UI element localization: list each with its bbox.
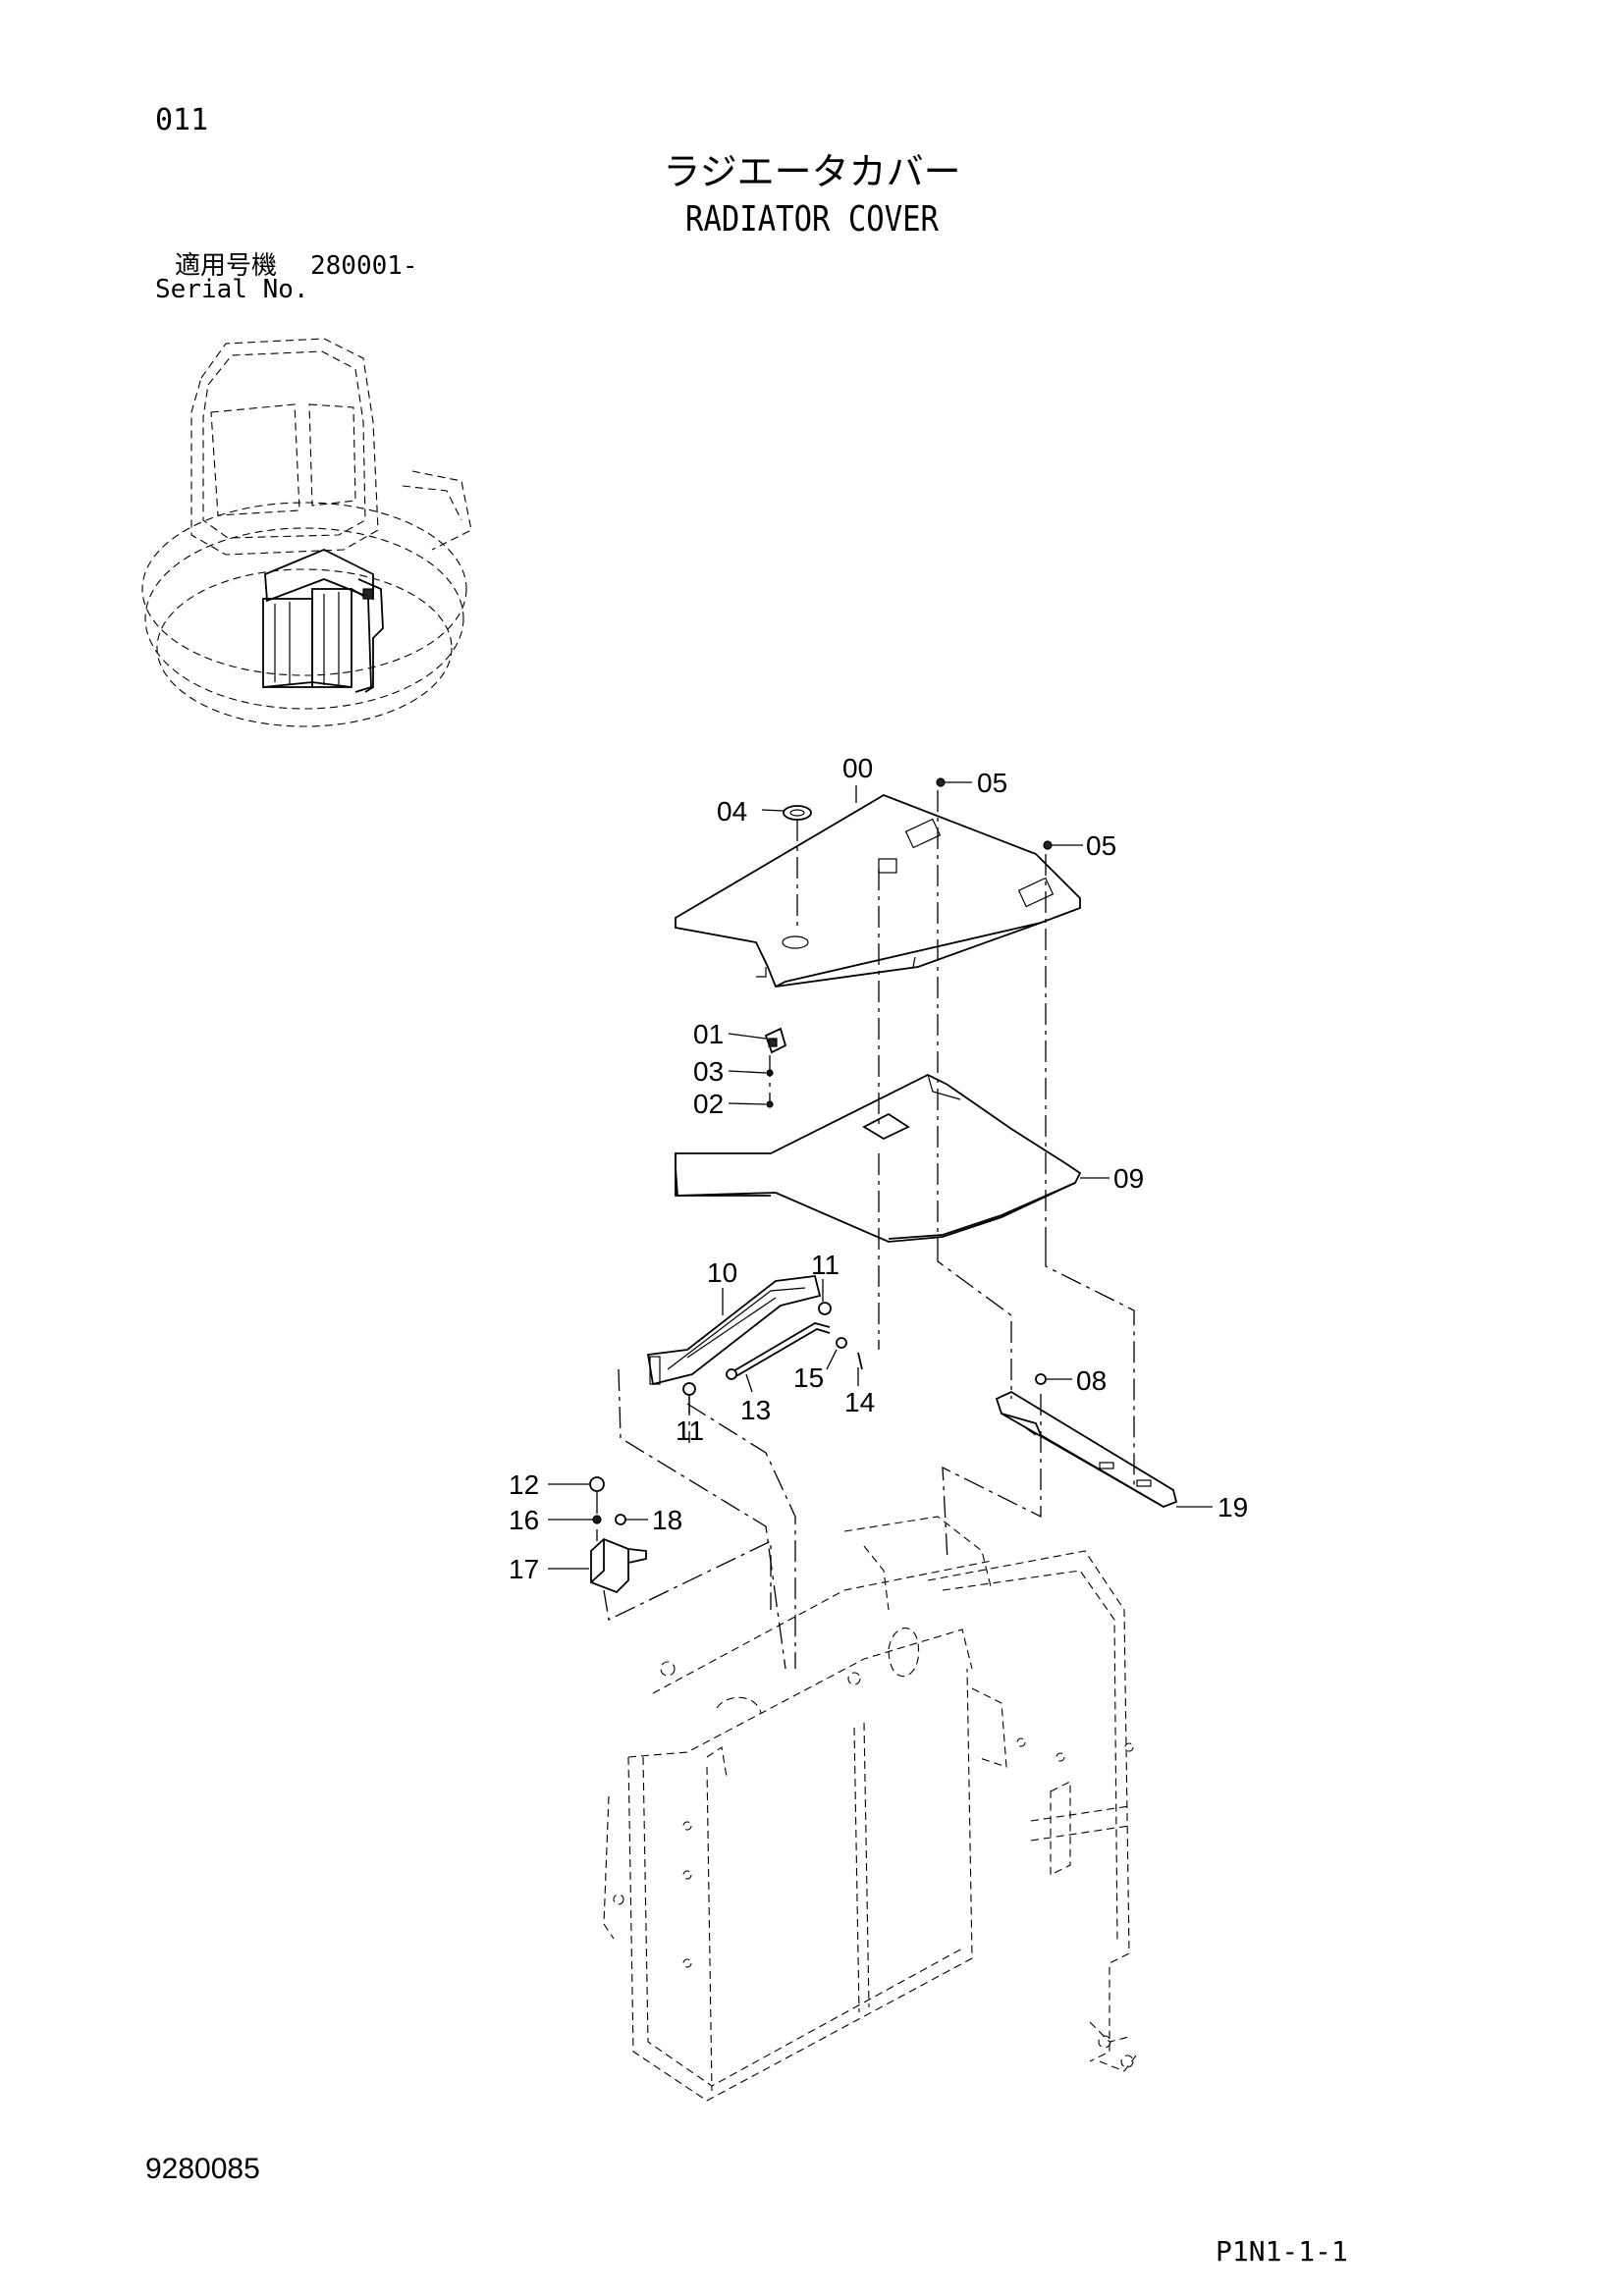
callout-05b: 05 (1086, 830, 1116, 861)
callout-00: 00 (842, 753, 873, 783)
page-title-english: RADIATOR COVER (685, 199, 939, 240)
callout-04: 04 (717, 796, 747, 827)
insulation-pad-part-09 (675, 1073, 1082, 1243)
callout-15: 15 (793, 1362, 824, 1393)
bolt-part-12 (589, 1476, 605, 1492)
callout-14: 14 (844, 1387, 875, 1417)
bolt-part-05a (936, 777, 946, 787)
latch-part-01 (764, 1027, 787, 1054)
radiator-frame-phantom (603, 1516, 1140, 2102)
callout-11b: 11 (676, 1415, 704, 1446)
machine-overview-thumbnail (141, 338, 472, 727)
bolt-part-11b (682, 1382, 696, 1396)
leader-lines (548, 781, 1213, 1570)
grommet-part-04 (783, 805, 812, 821)
callout-11a: 11 (811, 1250, 839, 1280)
serial-number-value: 280001- (310, 251, 418, 281)
callout-02: 02 (693, 1089, 724, 1119)
rod-part-13 (726, 1322, 831, 1380)
callout-12: 12 (509, 1469, 539, 1500)
callout-10: 10 (707, 1257, 737, 1288)
bolt-part-08 (1035, 1373, 1047, 1385)
callout-09: 09 (1113, 1163, 1144, 1194)
callout-16: 16 (509, 1505, 539, 1535)
callout-18: 18 (652, 1505, 682, 1535)
bracket-part-17 (590, 1537, 647, 1594)
callout-08: 08 (1076, 1365, 1107, 1396)
bolt-part-18 (615, 1514, 626, 1525)
callout-19: 19 (1218, 1492, 1248, 1522)
page-title-japanese: ラジエータカバー (663, 150, 961, 193)
bolt-part-11a (818, 1302, 832, 1315)
bolt-part-05b (1043, 840, 1053, 850)
callout-01: 01 (693, 1019, 724, 1049)
callout-03: 03 (693, 1056, 724, 1087)
assembly-center-lines (596, 790, 1135, 1670)
page-number: 011 (155, 103, 209, 137)
serial-label-english: Serial No. (155, 275, 309, 304)
top-cover-part-00 (675, 794, 1081, 988)
drawing-number: 9280085 (145, 2153, 260, 2185)
callout-labels: 00 04 05 05 01 03 02 09 10 11 11 13 15 1… (509, 753, 1248, 1584)
support-plate-part-19 (995, 1390, 1178, 1508)
pin-part-14 (857, 1352, 863, 1370)
bracket-assembly-part-10 (646, 1275, 822, 1386)
callout-13: 13 (740, 1395, 771, 1425)
callout-05a: 05 (977, 768, 1007, 798)
serial-label-japanese: 適用号機 (175, 251, 278, 281)
washer-part-15 (836, 1337, 847, 1349)
callout-17: 17 (509, 1554, 539, 1584)
plate-id: P1N1-1-1 (1216, 2235, 1348, 2268)
